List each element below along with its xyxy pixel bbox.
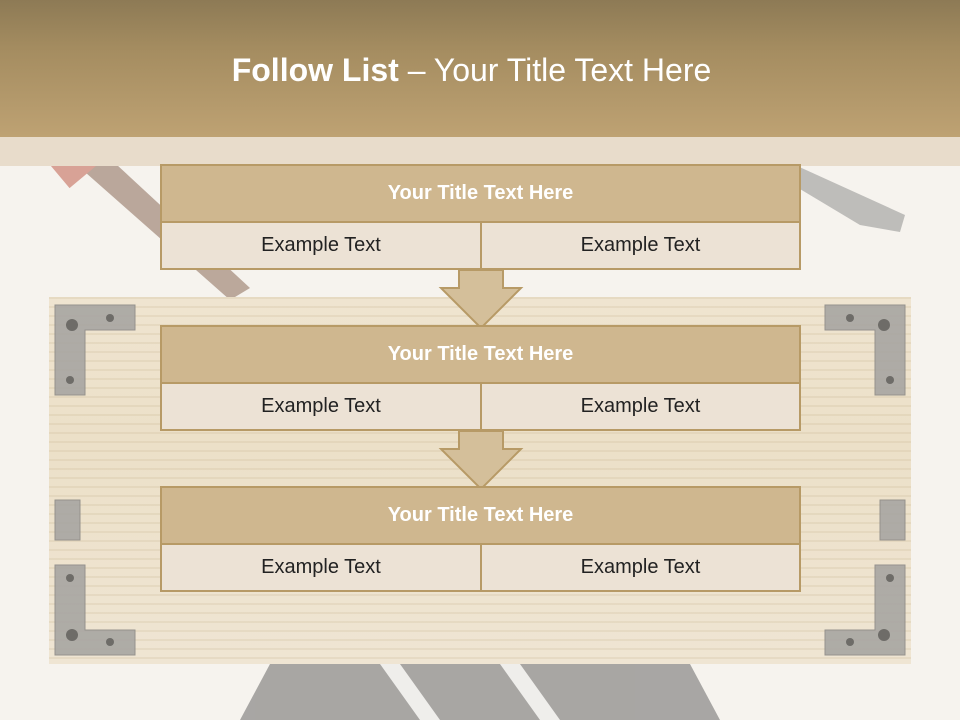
step-title-1: Your Title Text Here	[162, 166, 799, 221]
step-cell-1-left: Example Text	[162, 223, 480, 268]
step-box-3: Your Title Text Here Example Text Exampl…	[160, 486, 801, 592]
step-title-2: Your Title Text Here	[162, 327, 799, 382]
slide-title-rest: Your Title Text Here	[433, 52, 712, 88]
step-box-1: Your Title Text Here Example Text Exampl…	[160, 164, 801, 270]
slide-title: Follow List – Your Title Text Here	[0, 52, 943, 89]
header-band: Follow List – Your Title Text Here	[0, 0, 960, 137]
step-cell-3-right: Example Text	[482, 545, 799, 590]
slide-title-dash: –	[407, 52, 434, 88]
step-cell-3-left: Example Text	[162, 545, 480, 590]
step-cell-2-left: Example Text	[162, 384, 480, 429]
step-cell-2-right: Example Text	[482, 384, 799, 429]
down-arrow-icon	[438, 269, 524, 330]
step-cell-1-right: Example Text	[482, 223, 799, 268]
step-box-2: Your Title Text Here Example Text Exampl…	[160, 325, 801, 431]
down-arrow-icon	[438, 430, 524, 491]
slide-title-bold: Follow List	[231, 52, 408, 88]
header-strip	[0, 137, 960, 166]
step-title-3: Your Title Text Here	[162, 488, 799, 543]
